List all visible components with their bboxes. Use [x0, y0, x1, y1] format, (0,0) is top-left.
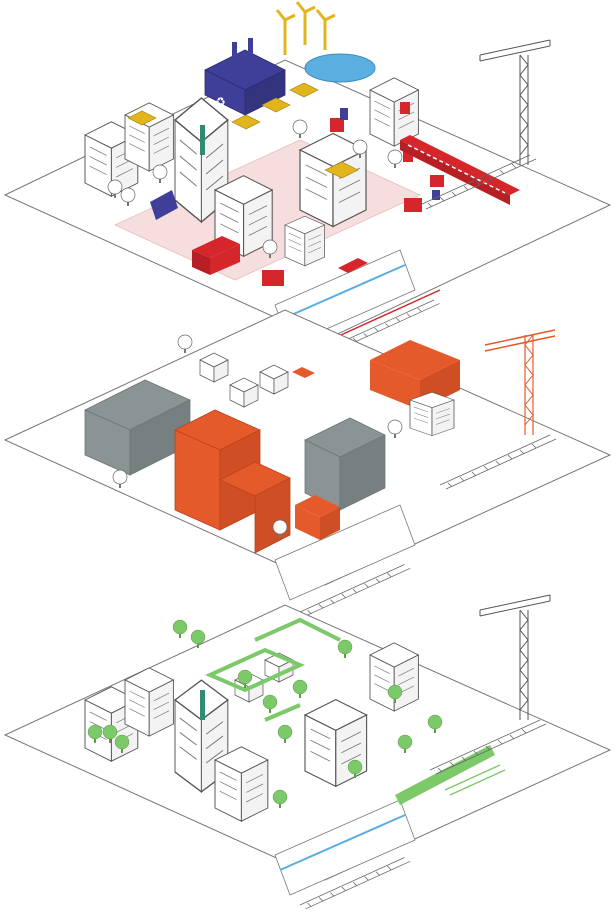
- recycle-icon: ♻: [215, 95, 226, 109]
- crane-icon: [479, 39, 551, 166]
- green-strip: [395, 745, 495, 805]
- underground-cut: [274, 799, 416, 896]
- orange-block-main: [174, 409, 291, 554]
- crane-icon: [484, 329, 556, 435]
- car: [338, 258, 368, 273]
- layer-built-form: [3, 309, 612, 617]
- underground-cut: [274, 504, 416, 601]
- water-basin: [304, 53, 376, 83]
- wind-turbine-icon: [275, 1, 336, 55]
- bus: [192, 236, 240, 275]
- layer-green-space: [3, 594, 612, 910]
- orange-block-small: [295, 495, 340, 540]
- layer-infrastructure: ♻: [3, 1, 612, 349]
- grey-block-right: [304, 417, 386, 511]
- truck: [150, 190, 178, 220]
- grey-block-left: [84, 379, 191, 476]
- green-corridor: [205, 617, 341, 722]
- factory-icon: ♻: [204, 38, 286, 116]
